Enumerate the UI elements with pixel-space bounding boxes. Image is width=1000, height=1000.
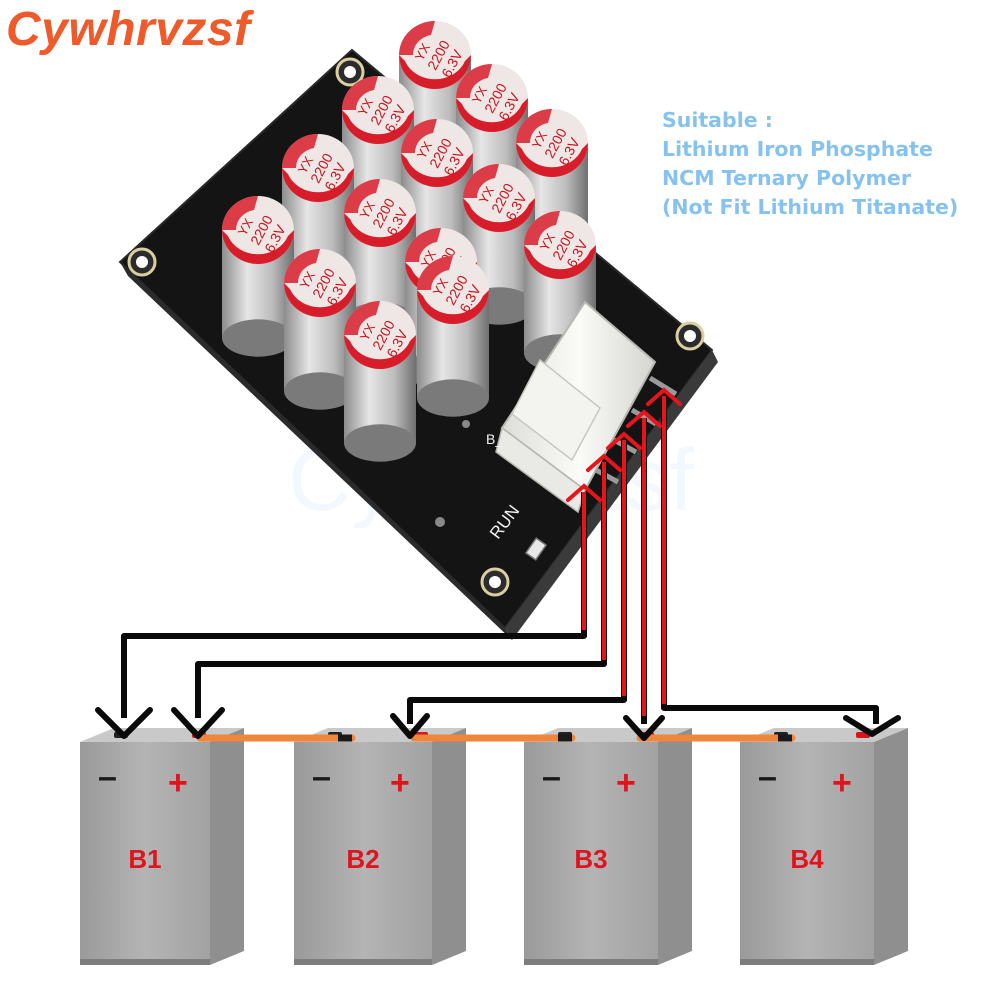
capacitor-brand-text: YX [235, 216, 257, 239]
capacitor-brand-text: YX [412, 41, 434, 64]
arrow-b1-negative [95, 707, 153, 739]
note-line: NCM Ternary Polymer [662, 166, 911, 190]
connector-slot [511, 358, 601, 462]
compatibility-note: Suitable : Lithium Iron Phosphate NCM Te… [662, 106, 992, 222]
battery-side [210, 728, 244, 965]
positive-sign: + [390, 764, 410, 802]
mounting-hole-bottom [480, 567, 510, 597]
wire-b4-positive [661, 396, 879, 724]
red-arrow-4 [626, 409, 662, 428]
wiring [95, 387, 901, 741]
negative-sign: – [542, 758, 561, 796]
capacitor-brand-text: YX [430, 276, 452, 299]
run-led [524, 537, 548, 561]
battery-side [432, 728, 466, 965]
jst-connector [495, 300, 678, 514]
arrow-b3-positive [623, 715, 665, 741]
battery-b1: – + B1 [80, 728, 244, 965]
connector-pin [630, 407, 658, 427]
capacitor-brand-text: YX [469, 84, 491, 107]
battery-label: B4 [790, 844, 824, 874]
connector-pin [648, 375, 678, 397]
battery-side [658, 728, 692, 965]
battery-front [80, 742, 210, 965]
battery-front [740, 742, 874, 965]
note-line: (Not Fit Lithium Titanate) [662, 195, 959, 219]
positive-sign: + [168, 764, 188, 802]
battery-front [524, 742, 658, 965]
battery-front [294, 742, 432, 965]
battery-pack: – + B1 – + B2 – + B3 – + B4 [80, 728, 908, 965]
arrow-b2-positive [390, 713, 430, 739]
battery-b3: – + B3 [524, 728, 692, 965]
positive-sign: + [616, 764, 636, 802]
arrow-b4-positive [843, 715, 901, 737]
battery-label: B1 [128, 844, 161, 874]
balancer-board: YX22006.3VYX22006.3VYX22006.3VYX22006.3V… [118, 21, 718, 640]
capacitor-brand-text: YX [537, 231, 559, 254]
capacitor-brand-text: YX [295, 154, 317, 177]
red-arrow-2 [586, 453, 622, 472]
connector-front [495, 426, 586, 514]
battery-label: B3 [574, 844, 607, 874]
capacitor-brand-text: YX [529, 129, 551, 152]
capacitor-brand-text: YX [357, 321, 379, 344]
capacitor-brand-text: YX [414, 139, 436, 162]
negative-sign: – [98, 758, 117, 796]
battery-label: B2 [346, 844, 379, 874]
battery-side [874, 728, 908, 965]
red-arrow-3 [606, 431, 642, 450]
capacitor-brand-text: YX [355, 96, 377, 119]
battery-b2: – + B2 [294, 728, 466, 965]
capacitor-brand-text: YX [476, 184, 498, 207]
capacitor-brand-text: YX [297, 269, 319, 292]
brand-logo: Cywhrvzsf [6, 3, 251, 56]
battery-b4: – + B4 [740, 728, 908, 965]
mounting-hole-left [127, 247, 157, 277]
positive-sign: + [832, 764, 852, 802]
note-line: Suitable : [662, 108, 773, 132]
board-label-b: B_ [486, 431, 503, 447]
via-dot [462, 420, 470, 428]
note-line: Lithium Iron Phosphate [662, 137, 933, 161]
pcb-edge-left [120, 262, 512, 640]
mounting-hole-right [675, 321, 705, 351]
red-arrow-5 [646, 387, 682, 406]
via-dot [435, 517, 445, 527]
capacitors: YX22006.3VYX22006.3VYX22006.3VYX22006.3V… [222, 21, 596, 462]
mounting-hole-top [335, 57, 365, 87]
negative-sign: – [758, 758, 777, 796]
arrow-b1-positive [171, 707, 225, 739]
red-arrow-1 [566, 483, 602, 502]
capacitor-brand-text: YX [357, 199, 379, 222]
negative-sign: – [312, 758, 331, 796]
